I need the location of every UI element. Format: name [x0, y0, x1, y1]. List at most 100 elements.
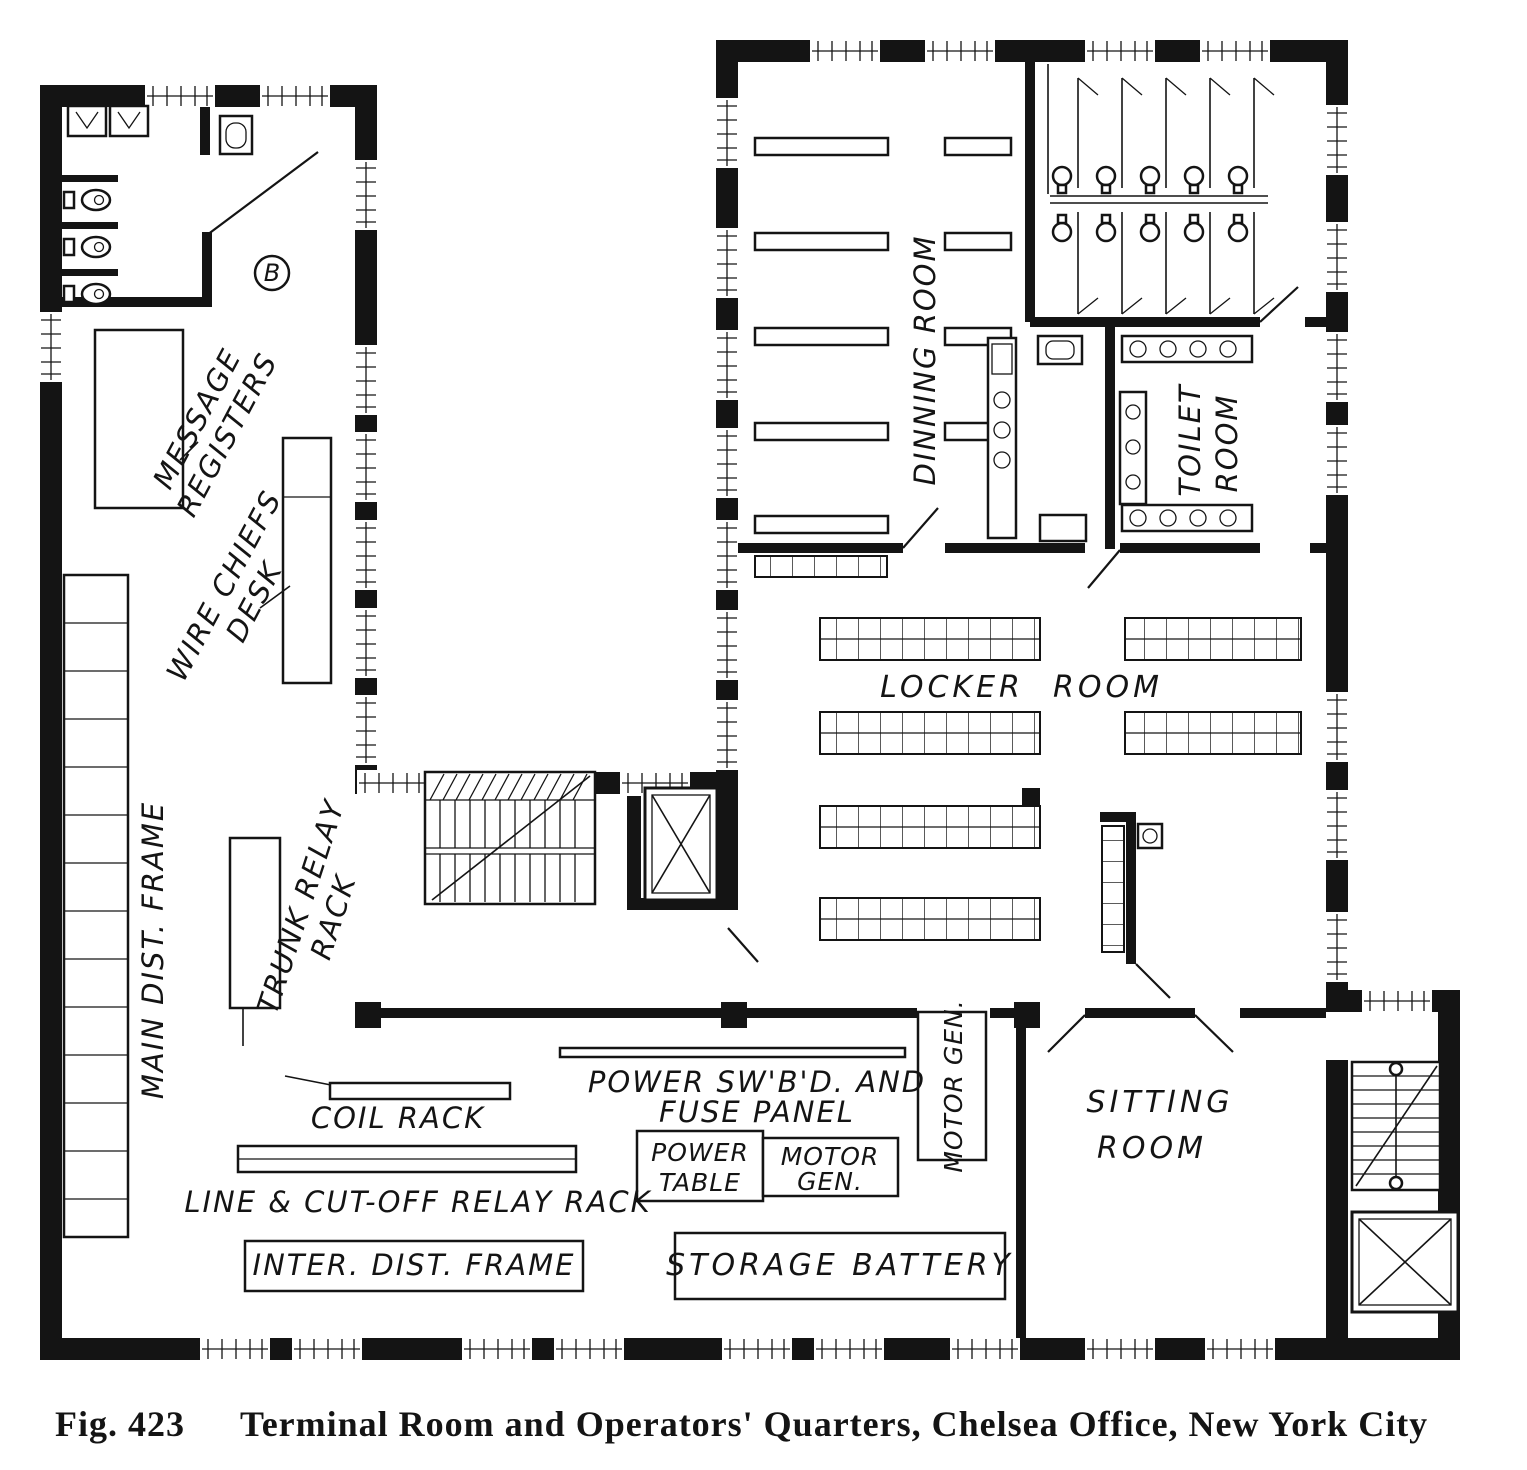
label-power-swbd-2: FUSE PANEL — [659, 1095, 855, 1129]
sink-basin-icon — [1125, 439, 1141, 455]
stair-break-line — [431, 775, 591, 901]
dining-table — [753, 326, 890, 347]
bathroom-fixtures: B — [62, 104, 291, 306]
sink-basin-icon — [1189, 509, 1207, 527]
window-marker — [1323, 424, 1351, 496]
toilet-icon — [1051, 221, 1073, 243]
window-marker — [553, 1335, 625, 1363]
toilet-icon — [1183, 221, 1205, 243]
dining-tables — [753, 136, 1013, 578]
window-marker — [352, 607, 380, 679]
dining-table — [753, 421, 890, 442]
window-marker — [713, 519, 741, 591]
locker-grid — [819, 805, 1041, 849]
sink-basin-icon — [1129, 340, 1147, 358]
window-marker — [1323, 104, 1351, 176]
urinal-bowl-icon — [225, 122, 247, 149]
marker-b-label: B — [264, 259, 280, 287]
window-marker — [1323, 221, 1351, 293]
window-marker — [721, 1335, 793, 1363]
label-power-swbd-1: POWER SW'B'D. AND — [588, 1065, 926, 1099]
window-marker — [259, 82, 331, 110]
kitchen-appliance — [1036, 334, 1084, 366]
window-marker — [713, 227, 741, 299]
window-marker — [949, 1335, 1021, 1363]
window-marker — [809, 37, 881, 65]
label-storage-battery: STORAGE BATTERY — [666, 1248, 1014, 1283]
locker-grid — [1101, 825, 1125, 953]
window-marker — [352, 344, 380, 416]
window-marker — [713, 329, 741, 401]
fountain-icon — [1136, 822, 1164, 850]
dining-table — [943, 136, 1013, 157]
sink-basin-icon — [1219, 509, 1237, 527]
figure-caption: Fig. 423 Terminal Room and Operators' Qu… — [55, 1404, 1428, 1444]
sink-basin-icon — [1219, 340, 1237, 358]
toilet-icon — [80, 282, 112, 306]
window-marker — [352, 431, 380, 503]
storage-battery-box — [673, 1231, 1007, 1301]
kitchen-fixtures — [986, 334, 1088, 543]
annex-stairs — [1350, 1060, 1442, 1192]
window-marker — [352, 159, 380, 231]
window-marker — [713, 609, 741, 681]
label-locker-room-2: ROOM — [1053, 670, 1163, 705]
dining-table — [753, 136, 890, 157]
main-dist-frame — [62, 573, 130, 1239]
message-registers-desk — [93, 328, 185, 510]
serving-bench — [754, 555, 888, 578]
stall-partition — [62, 175, 118, 182]
room-labels: MESSAGE REGISTERS WIRE CHIEFS DESK MAIN … — [136, 234, 1244, 1283]
caption-title: Terminal Room and Operators' Quarters, C… — [240, 1404, 1428, 1444]
window-marker — [1323, 691, 1351, 763]
door-swing — [727, 927, 759, 963]
label-locker-room-1: LOCKER — [880, 670, 1024, 705]
elevator-x-icon — [1358, 1218, 1452, 1306]
newel-icon — [1388, 1061, 1404, 1077]
toilet-icon — [1227, 165, 1249, 187]
door-swing — [206, 151, 319, 236]
stall-partition — [62, 269, 118, 276]
caption-fig-number: Fig. 423 — [55, 1404, 185, 1444]
toilet-tank-icon — [62, 284, 76, 304]
window-marker — [1199, 37, 1271, 65]
dining-table — [943, 231, 1013, 252]
stove-burner-icon — [993, 391, 1011, 409]
doors — [206, 151, 1299, 1053]
inter-dist-frame-box — [243, 1239, 585, 1293]
window-marker — [1323, 911, 1351, 983]
motor-gen-box — [761, 1136, 900, 1198]
coil-rack — [284, 1075, 512, 1101]
locker-room-lockers — [819, 617, 1302, 953]
locker-grid — [819, 617, 1041, 661]
interior-walls — [62, 62, 1326, 1338]
marker-b-circle — [253, 254, 291, 292]
window-marker — [199, 1335, 271, 1363]
toilet-icon — [1095, 165, 1117, 187]
label-dining-room: DINNING ROOM — [908, 234, 942, 485]
urinal-icon — [218, 114, 254, 156]
toilet-tank-icon — [62, 190, 76, 210]
toilet-icon — [80, 188, 112, 212]
label-power-table-2: TABLE — [659, 1168, 741, 1197]
door-swing — [902, 507, 939, 549]
window-marker — [291, 1335, 363, 1363]
locker-grid — [819, 711, 1041, 755]
label-coil-rack: COIL RACK — [311, 1101, 485, 1135]
toilet-icon — [80, 235, 112, 259]
toilet-bowl-icon — [93, 288, 105, 300]
window-marker — [356, 769, 428, 797]
sink-basin-icon — [1159, 340, 1177, 358]
stall-partition — [62, 222, 118, 229]
trunk-relay-rack — [228, 836, 282, 1046]
sink-basin-icon — [1129, 509, 1147, 527]
window-marker — [924, 37, 996, 65]
window-marker — [713, 699, 741, 771]
window-marker — [1204, 1335, 1276, 1363]
sink-icon — [66, 104, 108, 138]
dining-table — [753, 514, 890, 535]
window-marker — [1323, 789, 1351, 861]
sink-basin-icon — [1125, 404, 1141, 420]
window-marker — [1323, 331, 1351, 403]
door-swing — [1194, 1014, 1234, 1053]
